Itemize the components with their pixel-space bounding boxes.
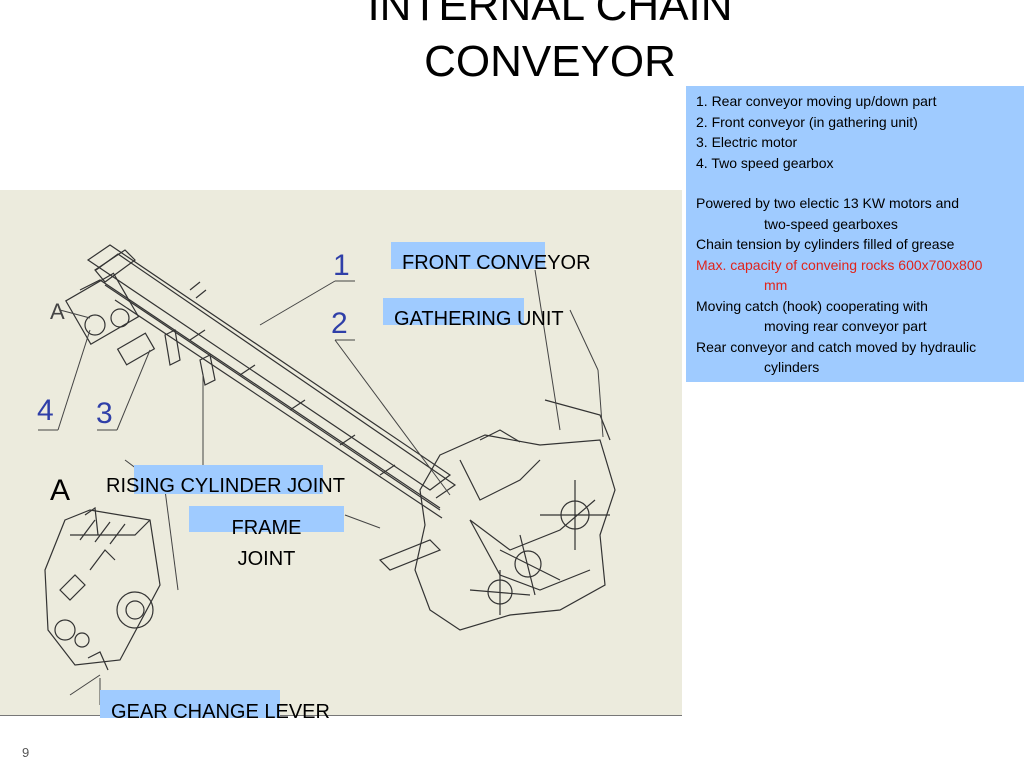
max-capacity-line-1: Max. capacity of conveing rocks 600x700x… bbox=[696, 256, 983, 273]
notes-box: 1. Rear conveyor moving up/down part 2. … bbox=[686, 86, 1024, 382]
notes-gap bbox=[696, 173, 1024, 193]
detail-a-title: A bbox=[50, 474, 71, 507]
title-line-2: CONVEYOR bbox=[424, 37, 676, 86]
rear-conveyor-line-1: Rear conveyor and catch moved by hydraul… bbox=[696, 338, 977, 355]
frame-joint-label-bg bbox=[189, 506, 344, 532]
rear-conveyor-line-2: cylinders bbox=[764, 359, 820, 375]
front-conveyor-label-bg bbox=[391, 242, 545, 269]
callout-1: 1 bbox=[333, 249, 350, 282]
conveyor-line-drawing bbox=[38, 244, 616, 705]
rising-cylinder-joint-label: RISING CYLINDER JOINT bbox=[106, 475, 345, 497]
moving-catch-line-1: Moving catch (hook) cooperating with bbox=[696, 297, 928, 314]
notes-item-3: 3. Electric motor bbox=[696, 134, 798, 150]
chain-tension-line: Chain tension by cylinders filled of gre… bbox=[696, 236, 955, 252]
front-conveyor-label: FRONT CONVEYOR bbox=[402, 252, 591, 274]
gathering-unit-label-bg bbox=[383, 298, 524, 325]
callout-2: 2 bbox=[331, 307, 348, 340]
detail-a-marker: A bbox=[50, 299, 65, 324]
frame-joint-line-2: JOINT bbox=[237, 548, 296, 570]
callout-3: 3 bbox=[96, 397, 113, 430]
page-number: 9 bbox=[22, 745, 30, 760]
title-line-1: INTERNAL CHAIN bbox=[367, 0, 733, 30]
frame-joint-line-1: FRAME bbox=[231, 517, 302, 539]
slide-title: INTERNAL CHAIN CONVEYOR bbox=[300, 0, 800, 90]
notes-item-1: 1. Rear conveyor moving up/down part bbox=[696, 93, 937, 109]
notes-item-4: 4. Two speed gearbox bbox=[696, 154, 834, 171]
rising-cylinder-label-bg bbox=[134, 465, 323, 494]
callout-4: 4 bbox=[37, 394, 54, 427]
gear-change-lever-label: GEAR CHANGE LEVER bbox=[111, 701, 330, 723]
gathering-unit-label: GATHERING UNIT bbox=[394, 308, 564, 330]
conveyor-drawing: 1 2 4 3 A A bbox=[0, 190, 682, 716]
powered-line-1: Powered by two electic 13 KW motors and bbox=[696, 195, 960, 211]
powered-line-2: two-speed gearboxes bbox=[764, 215, 898, 232]
gear-change-lever-label-bg bbox=[100, 690, 280, 718]
moving-catch-line-2: moving rear conveyor part bbox=[764, 318, 927, 334]
notes-item-2: 2. Front conveyor (in gathering unit) bbox=[696, 113, 918, 130]
frame-joint-label: FRAME JOINT bbox=[189, 513, 344, 575]
max-capacity-line-2: mm bbox=[764, 277, 788, 293]
